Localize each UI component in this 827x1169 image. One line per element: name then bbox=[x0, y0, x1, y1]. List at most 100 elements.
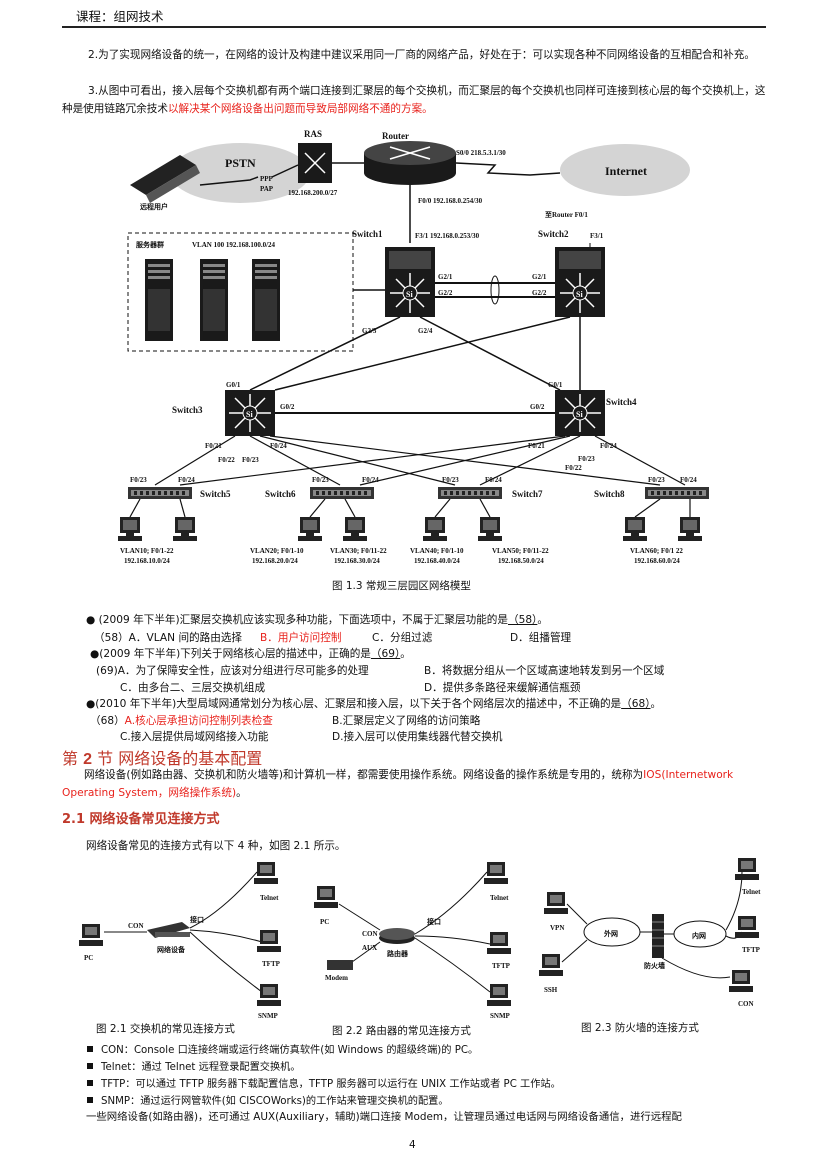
fig21-con-label: CON bbox=[128, 922, 144, 930]
f31b-label: F3/1 bbox=[590, 232, 604, 240]
fig21-port-label: 接口 bbox=[190, 915, 204, 924]
pc-icon bbox=[423, 517, 447, 541]
router-icon bbox=[364, 141, 456, 185]
fig23-ssh-label: SSH bbox=[544, 986, 558, 994]
switch8-label: Switch8 bbox=[594, 489, 625, 499]
server-group-box bbox=[127, 232, 354, 352]
q58-option-b: B．用户访问控制 bbox=[260, 632, 342, 644]
access-switch6-icon bbox=[310, 487, 374, 499]
pap-label: PAP bbox=[260, 185, 274, 193]
pc-icon bbox=[173, 517, 197, 541]
subsection-21-heading: 2.1 网络设备常见连接方式 bbox=[62, 812, 220, 827]
fig22-pc-label: PC bbox=[320, 918, 329, 926]
pstn-label: PSTN bbox=[225, 156, 256, 170]
q58-option-c: C．分组过滤 bbox=[372, 632, 433, 644]
switch5-label: Switch5 bbox=[200, 489, 231, 499]
vlan100-label: VLAN 100 192.168.100.0/24 bbox=[192, 241, 276, 249]
f021b-label: F0/21 bbox=[528, 442, 545, 450]
server2-icon bbox=[200, 259, 228, 341]
g02-label: G0/2 bbox=[280, 403, 295, 411]
f023-s5-label: F0/23 bbox=[130, 476, 147, 484]
fig23-caption: 图 2.3 防火墙的连接方式 bbox=[581, 1022, 699, 1034]
fig22-router-label: 路由器 bbox=[387, 949, 409, 958]
vlan30-ip-label: 192.168.30.0/24 bbox=[334, 557, 380, 565]
access-switch7-icon bbox=[438, 487, 502, 499]
vlan30-label: VLAN30; F0/11-22 bbox=[330, 547, 387, 555]
pc-icon bbox=[678, 517, 702, 541]
firewall-icon bbox=[652, 914, 664, 958]
page-number: 4 bbox=[409, 1139, 416, 1151]
f024b-label: F0/24 bbox=[600, 442, 617, 450]
f023-label: F0/23 bbox=[242, 456, 259, 464]
g21-label: G2/1 bbox=[438, 273, 453, 281]
bullet-square-icon bbox=[87, 1097, 93, 1103]
q68-option-a: （68）A.核心层承担访问控制列表检查 bbox=[90, 713, 273, 728]
fig21-snmp-label: SNMP bbox=[258, 1012, 279, 1020]
pc-icon bbox=[257, 984, 281, 1006]
laptop-icon bbox=[130, 155, 200, 203]
q69-option-c: C．由多台二、三层交换机组成 bbox=[120, 682, 266, 694]
vlan20-ip-label: 192.168.20.0/24 bbox=[252, 557, 298, 565]
fig22-tftp-label: TFTP bbox=[492, 962, 511, 970]
pc-icon bbox=[343, 517, 367, 541]
vlan40-label: VLAN40; F0/1-10 bbox=[410, 547, 464, 555]
fig22-telnet-label: Telnet bbox=[490, 894, 509, 902]
server1-icon bbox=[145, 259, 173, 341]
fig21-tftp-label: TFTP bbox=[262, 960, 281, 968]
f31-label: F3/1 192.168.0.253/30 bbox=[415, 232, 480, 240]
fig23-tftp-label: TFTP bbox=[742, 946, 761, 954]
pc-icon bbox=[79, 924, 103, 946]
paragraph-3-highlight: 以解决某个网络设备出问题而导致局部网络不通的方案。 bbox=[167, 103, 433, 115]
q69-stem: ●(2009 年下半年)下列关于网络核心层的描述中，正确的是（69）。 bbox=[90, 646, 411, 661]
fig21-pc-label: PC bbox=[84, 954, 93, 962]
fig23-outer-label: 外网 bbox=[604, 929, 618, 938]
vlan20-label: VLAN20; F0/1-10 bbox=[250, 547, 304, 555]
pc-icon bbox=[487, 932, 511, 954]
section2-title: 节 网络设备的基本配置 bbox=[97, 749, 263, 768]
f024-s5-label: F0/24 bbox=[178, 476, 195, 484]
q68-option-a-text: A.核心层承担访问控制列表检查 bbox=[124, 715, 273, 727]
fig21-device-label: 网络设备 bbox=[157, 945, 186, 954]
g21b-label: G2/1 bbox=[532, 273, 547, 281]
vlan40-ip-label: 192.168.40.0/24 bbox=[414, 557, 460, 565]
bullet-square-icon bbox=[87, 1046, 93, 1052]
switch1-label: Switch1 bbox=[352, 229, 383, 239]
f024-s8-label: F0/24 bbox=[680, 476, 697, 484]
section2-tail: 。 bbox=[236, 787, 247, 799]
q68-option-d: D.接入层可以使用集线器代替交换机 bbox=[332, 731, 503, 743]
f022b-label: F0/22 bbox=[565, 464, 582, 472]
section2-prefix: 第 bbox=[62, 749, 79, 768]
g01-label: G0/1 bbox=[226, 381, 241, 389]
q68-stem: ●(2010 年下半年)大型局域网通常划分为核心层、汇聚层和接入层，以下关于各个… bbox=[86, 696, 661, 711]
q69-option-a: (69)A．为了保障安全性，应该对分组进行尽可能多的处理 bbox=[96, 665, 369, 677]
to-router-label: 至Router F0/1 bbox=[545, 211, 588, 219]
switch4-label: Switch4 bbox=[606, 397, 637, 407]
f023-s8-label: F0/23 bbox=[648, 476, 665, 484]
fig22-aux-label: AUX bbox=[362, 944, 377, 952]
fig21-caption: 图 2.1 交换机的常见连接方式 bbox=[96, 1023, 235, 1035]
pc-icon bbox=[623, 517, 647, 541]
g01b-label: G0/1 bbox=[548, 381, 563, 389]
access-switch5-icon bbox=[128, 487, 192, 499]
bullet-tftp: TFTP：可以通过 TFTP 服务器下载配置信息，TFTP 服务器可以运行在 U… bbox=[87, 1075, 561, 1090]
f023b-label: F0/23 bbox=[578, 455, 595, 463]
ras-ip-label: 192.168.200.0/27 bbox=[288, 189, 338, 197]
server-group-label: 服务器群 bbox=[136, 240, 164, 249]
pc-icon bbox=[118, 517, 142, 541]
pc-icon bbox=[254, 862, 278, 884]
section2-text: 网络设备(例如路由器、交换机和防火墙等)和计算机一样，都需要使用操作系统。网络设… bbox=[84, 769, 644, 781]
bullet-snmp: SNMP：通过运行网管软件(如 CISCOWorks)的工作站来管理交换机的配置… bbox=[87, 1092, 449, 1107]
q58-option-a: （58）A．VLAN 间的路由选择 bbox=[94, 632, 243, 644]
pstn-cloud bbox=[170, 143, 310, 203]
switch6-label: Switch6 bbox=[265, 489, 296, 499]
vlan50-ip-label: 192.168.50.0/24 bbox=[498, 557, 544, 565]
subsection-21-intro: 网络设备常见的连接方式有以下 4 种，如图 2.1 所示。 bbox=[86, 840, 346, 852]
pc-icon bbox=[487, 984, 511, 1006]
q69-stem-text: ●(2009 年下半年)下列关于网络核心层的描述中，正确的是 bbox=[90, 648, 371, 660]
bullet-telnet-text: Telnet：通过 Telnet 远程登录配置交换机。 bbox=[101, 1062, 301, 1073]
campus-network-diagram: Si Si PSTN Internet 远程用户 PPP PAP RAS 192… bbox=[118, 129, 709, 565]
switch-icon bbox=[147, 922, 190, 938]
pc-icon bbox=[484, 862, 508, 884]
pc-icon bbox=[478, 517, 502, 541]
fig23-firewall-label: 防火墙 bbox=[644, 961, 665, 970]
